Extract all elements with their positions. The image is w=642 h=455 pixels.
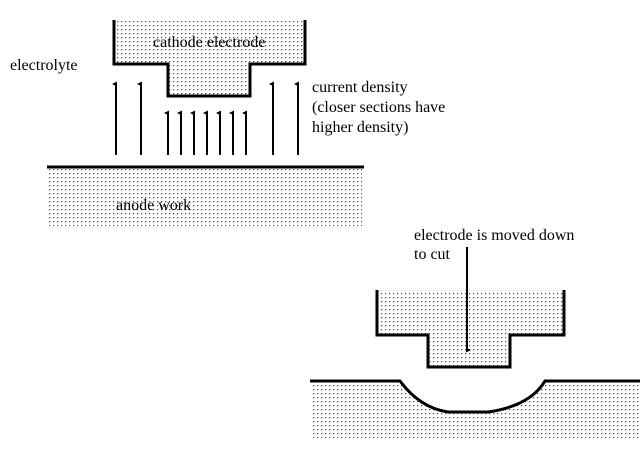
- current-density-note-1: (closer sections have: [312, 99, 445, 116]
- cathode-electrode: [112, 20, 307, 98]
- electrode-lowered: [375, 290, 566, 369]
- current-density-note-2: higher density): [312, 119, 408, 136]
- electrolyte-label: electrolyte: [10, 57, 78, 74]
- anode-label: anode work: [116, 197, 191, 214]
- workpiece-cut: [310, 379, 640, 438]
- moved-down-label: electrode is moved down: [414, 227, 574, 244]
- moved-down-label-2: to cut: [414, 246, 451, 263]
- cathode-label: cathode electrode: [153, 34, 265, 51]
- current-arrows: [112, 81, 299, 155]
- anode-work: [47, 165, 364, 226]
- current-density-label: current density: [312, 79, 408, 96]
